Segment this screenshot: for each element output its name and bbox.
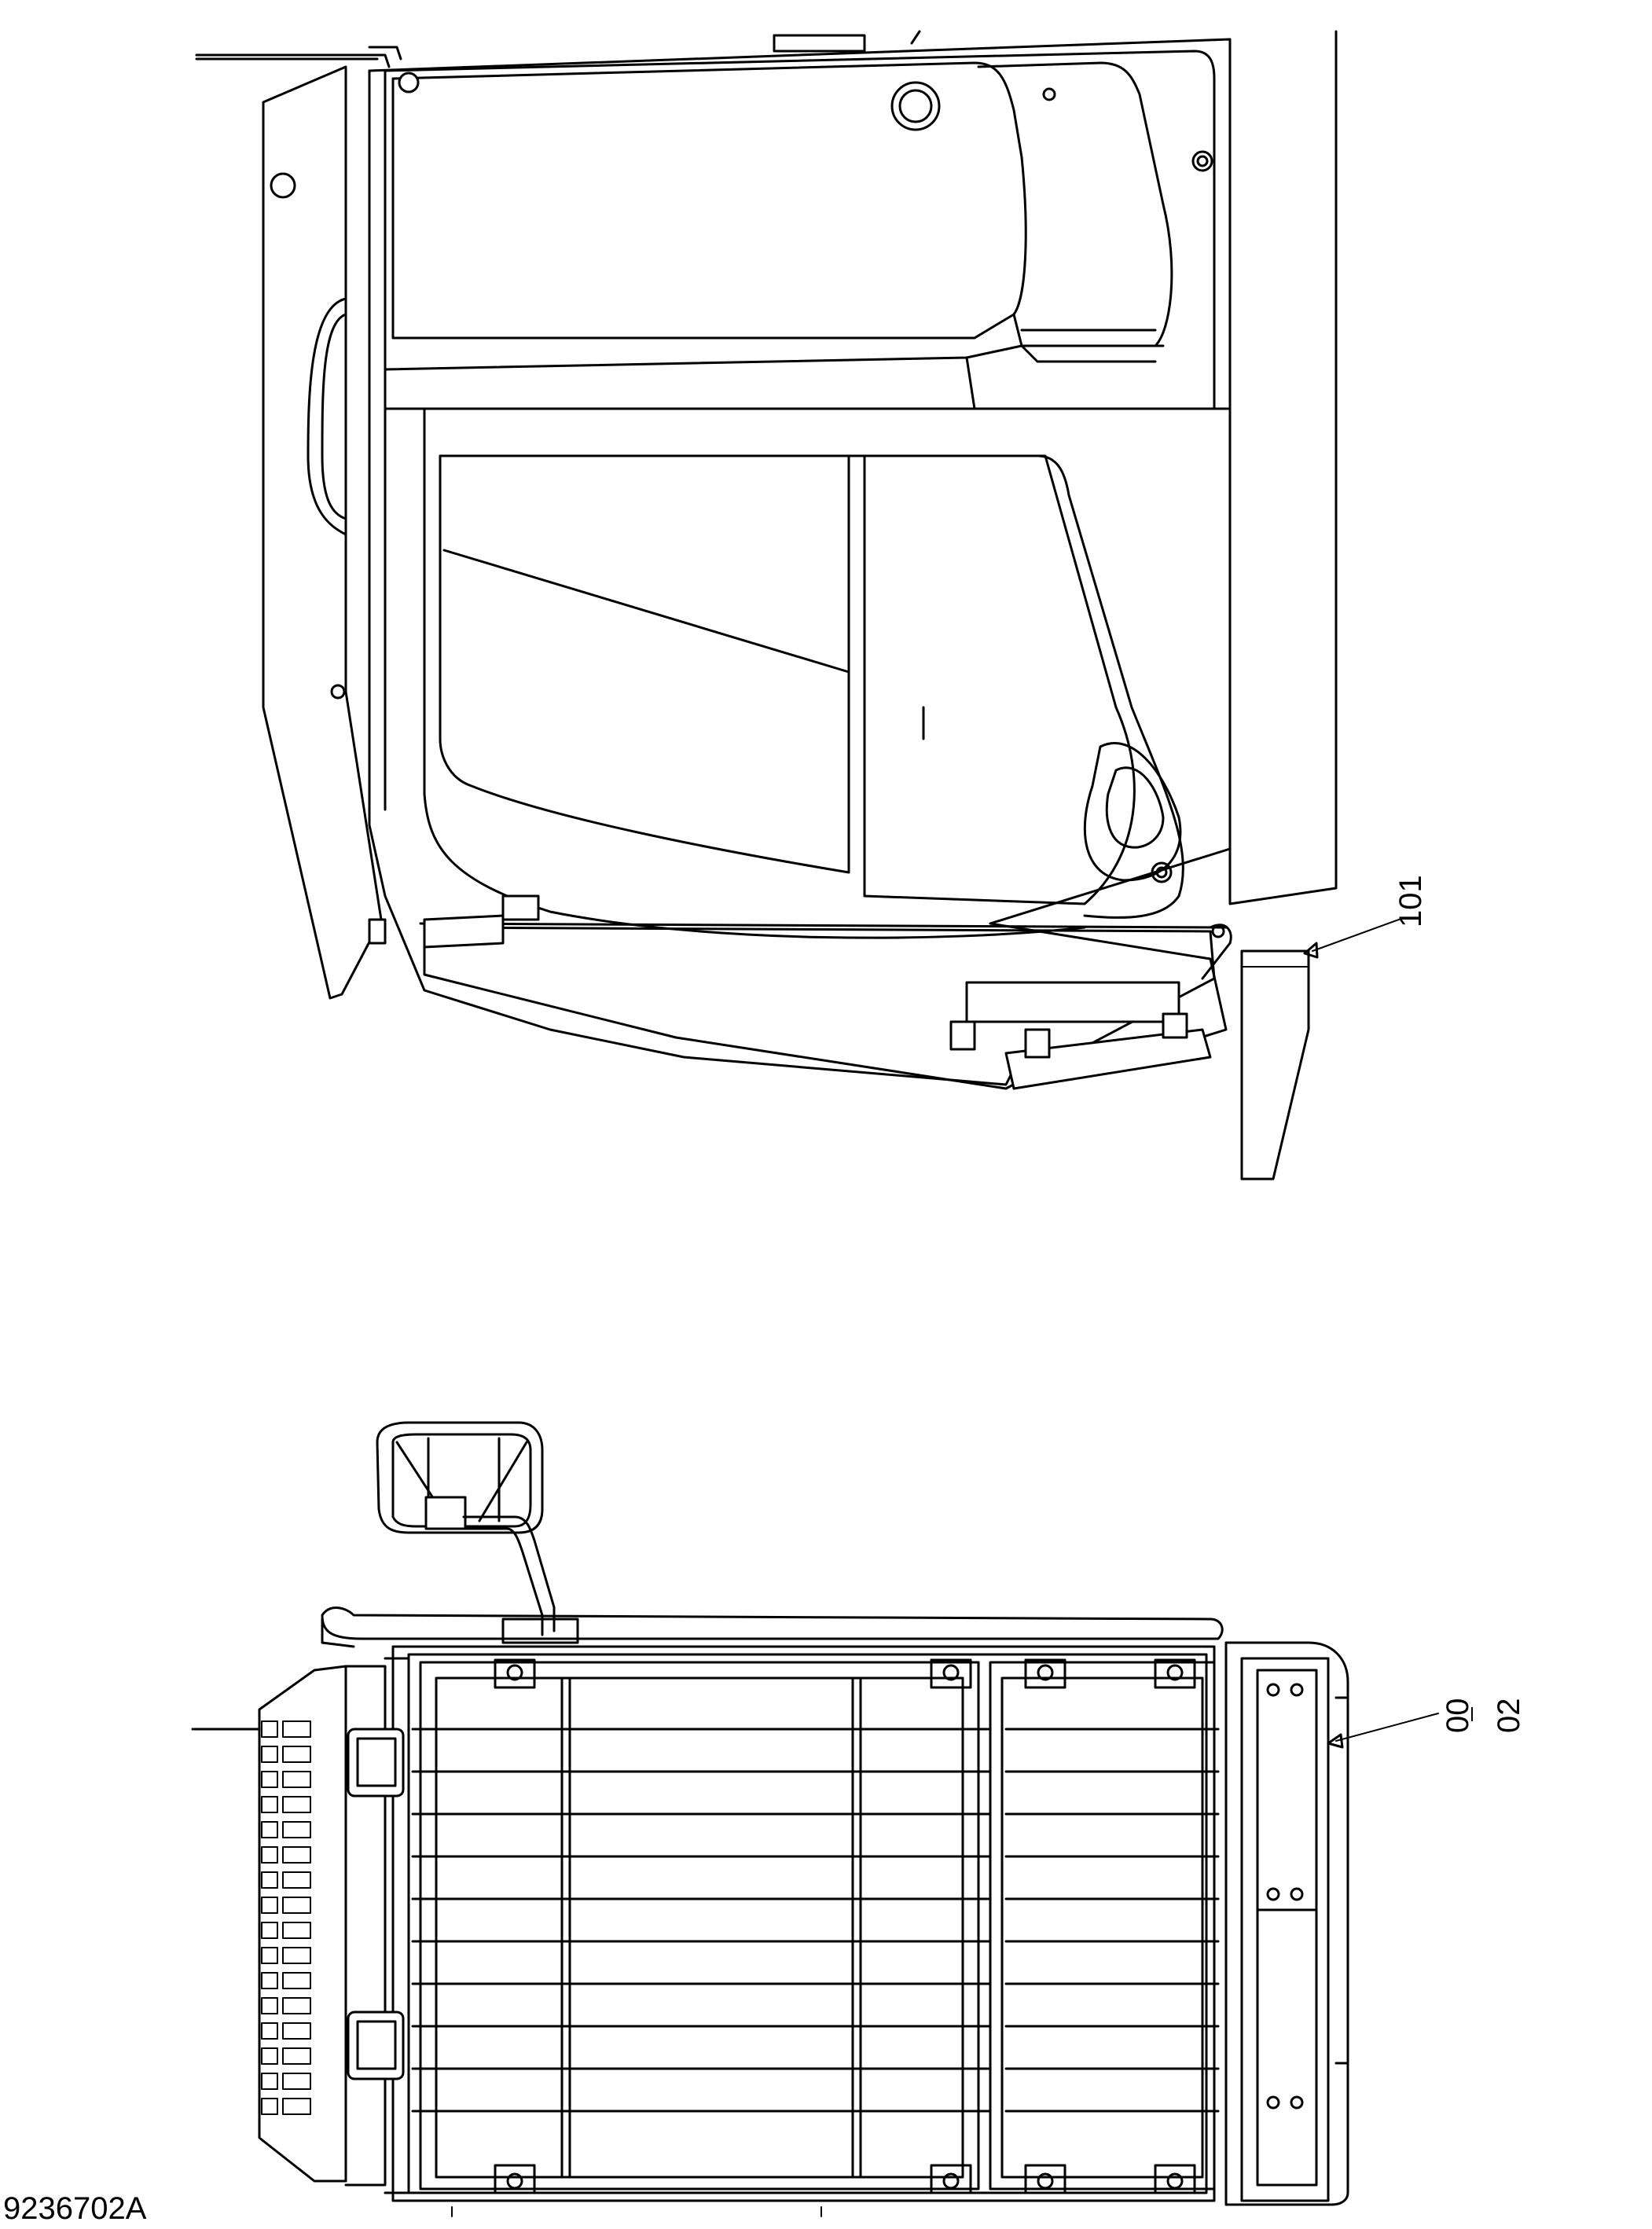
callout-02: 02 bbox=[1492, 1698, 1526, 1734]
figure-id: 9236702A bbox=[3, 2191, 147, 2226]
part-00-02-trim bbox=[1224, 1641, 1349, 2206]
front-grille bbox=[258, 1665, 347, 2183]
callout-separator bbox=[1471, 1707, 1473, 1721]
part-101-trim bbox=[1240, 949, 1310, 1181]
front-door-panel bbox=[262, 65, 383, 1000]
cab-top-view bbox=[191, 1421, 1439, 2217]
mirror bbox=[376, 1421, 544, 1534]
callout-00: 00 bbox=[1441, 1698, 1475, 1734]
cab-side-view bbox=[195, 30, 1400, 1181]
callout-101: 101 bbox=[1393, 875, 1428, 927]
